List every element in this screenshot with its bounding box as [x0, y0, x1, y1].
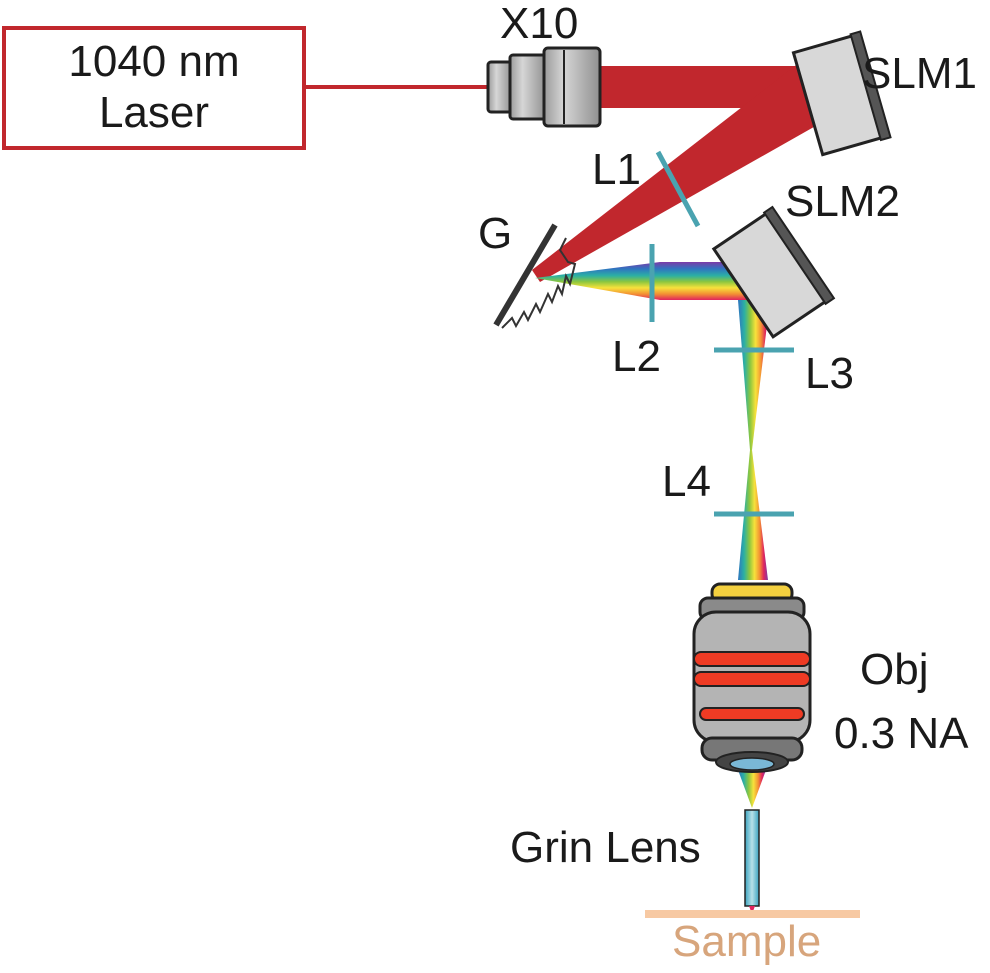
laser-title-label: Laser: [98, 88, 210, 137]
expander-label: X10: [500, 0, 579, 48]
l2-label: L2: [612, 332, 661, 381]
laser-wavelength-label: 1040 nm: [68, 37, 240, 87]
lens-l1: [655, 150, 701, 228]
l1-label: L1: [592, 145, 641, 194]
laser-source: 1040 nm Laser: [2, 26, 306, 150]
objective: [692, 582, 812, 773]
beam-expander: [486, 46, 602, 128]
dispersed-beam: [535, 262, 748, 300]
slm1-device: [791, 30, 892, 157]
sample-label: Sample: [672, 917, 822, 966]
sample-slab: [645, 910, 860, 918]
dispersed-beam-down: [738, 300, 770, 450]
reflected-beam: [532, 62, 835, 282]
l4-label: L4: [662, 457, 711, 506]
grating: [493, 223, 577, 329]
slm1-label: SLM1: [862, 49, 977, 98]
l3-label: L3: [805, 349, 854, 398]
grating-label: G: [478, 209, 513, 258]
slm2-label: SLM2: [785, 177, 900, 226]
focused-beam: [738, 770, 766, 808]
objective-label: Obj: [860, 645, 929, 694]
grin-lens: [744, 809, 760, 907]
grin-lens-label: Grin Lens: [510, 823, 701, 872]
objective-na-label: 0.3 NA: [834, 709, 969, 758]
slm2-device: [711, 205, 836, 339]
